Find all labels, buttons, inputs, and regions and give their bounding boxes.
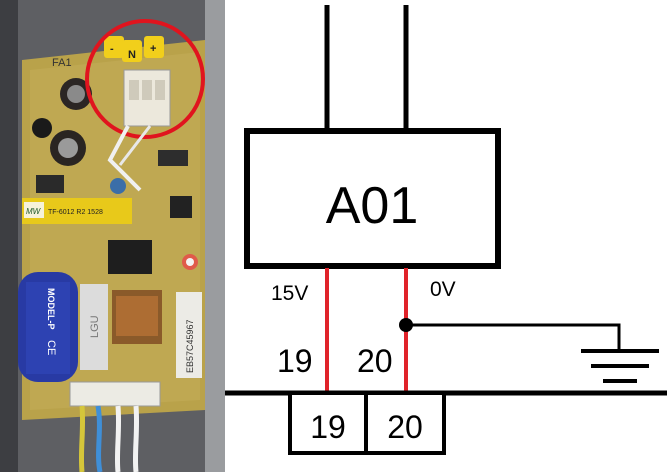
diode xyxy=(158,150,188,166)
wiring-diagram: A01 15V 0V 19 20 19 20 xyxy=(225,5,667,455)
wire-marker-1 xyxy=(104,36,124,58)
svg-text:N: N xyxy=(128,49,136,61)
terminal-20-label: 20 xyxy=(387,409,423,445)
svg-text:TF-6012 R2 1528: TF-6012 R2 1528 xyxy=(48,209,103,216)
ic-chip xyxy=(108,240,152,274)
ground-wire xyxy=(406,323,621,351)
voltage-label-0v: 0V xyxy=(430,278,456,301)
module-label: A01 xyxy=(326,177,419,235)
terminal-19 xyxy=(288,391,368,455)
inductor xyxy=(80,284,108,370)
board-label: FA1 xyxy=(52,57,72,69)
svg-text:CE: CE xyxy=(45,340,57,355)
wire-marker-3 xyxy=(144,36,164,58)
terminal-19-label: 19 xyxy=(310,409,346,445)
voltage-label-15v: 15V xyxy=(271,282,308,305)
svg-text:MODEL-P: MODEL-P xyxy=(46,288,56,330)
wire-number-20: 20 xyxy=(357,343,393,379)
y-capacitor xyxy=(176,292,202,378)
svg-text:LGU: LGU xyxy=(89,315,101,338)
wire-marker-2 xyxy=(122,40,142,62)
svg-text:-: - xyxy=(110,43,114,55)
enclosure-edge xyxy=(0,0,18,472)
svg-text:MW: MW xyxy=(26,207,42,216)
highlight-circle xyxy=(85,19,205,139)
wire-number-19: 19 xyxy=(277,343,313,379)
module-a01 xyxy=(244,128,501,269)
enclosure-rail xyxy=(205,0,225,472)
terminal-20 xyxy=(364,391,446,455)
bottom-connector xyxy=(69,381,161,407)
svg-text:+: + xyxy=(150,43,156,55)
svg-text:EB57C45967: EB57C45967 xyxy=(185,319,195,373)
power-supply-photo: FA1 - N + MW TF-6012 R2 1528 MODEL-P CE … xyxy=(0,0,225,472)
